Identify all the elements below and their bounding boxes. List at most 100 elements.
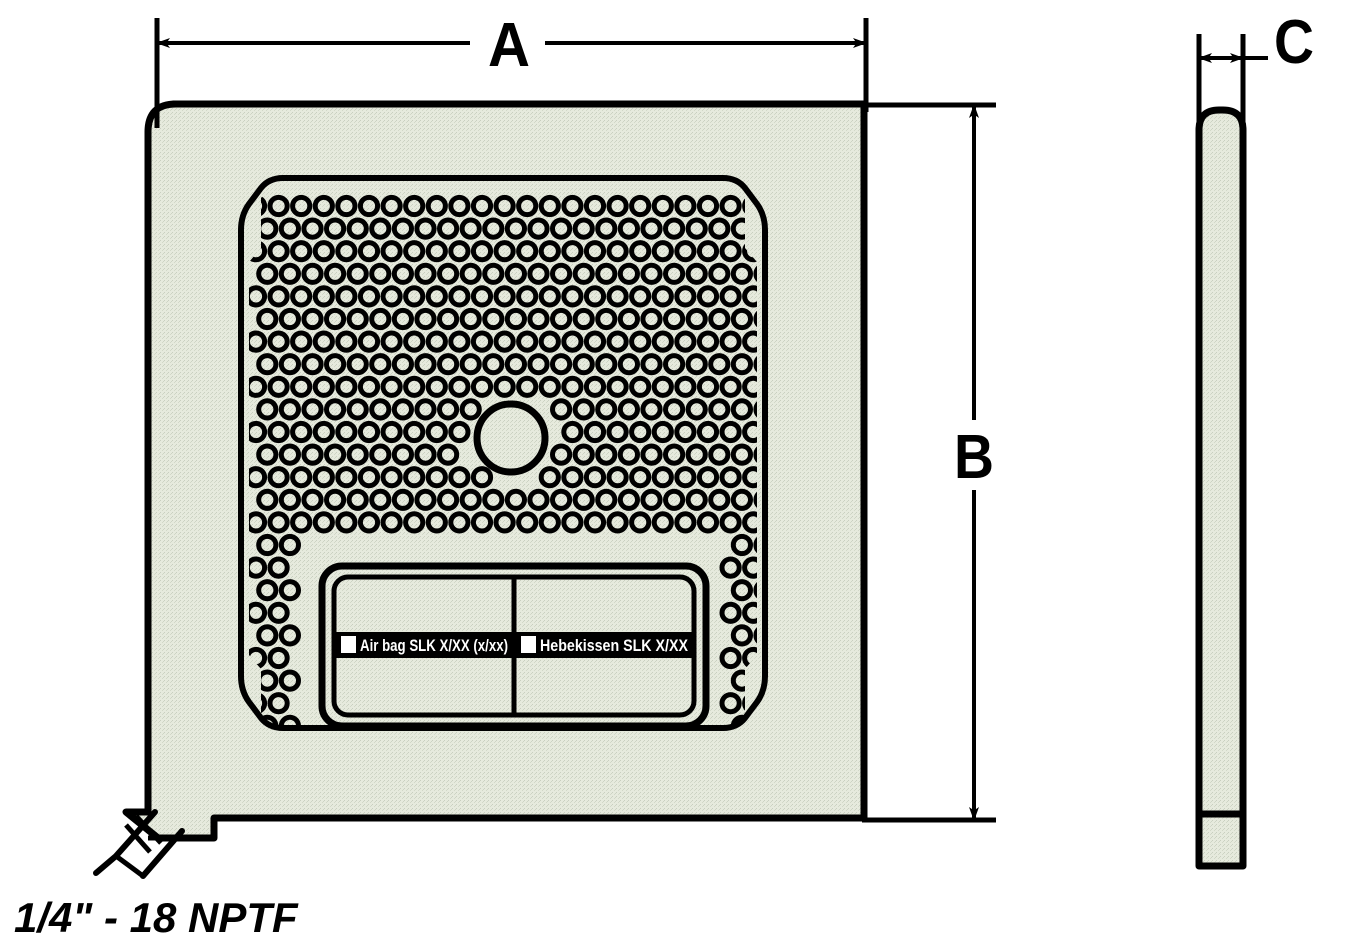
perforation-hole [685,262,708,285]
perforation-hole [504,353,528,376]
perforation-hole [357,330,381,353]
perforation-hole [719,556,742,579]
perforation-hole [504,217,528,240]
perforation-hole [708,262,731,285]
perforation-hole [685,398,708,421]
perforation-hole [301,488,324,511]
perforation-hole [414,307,437,331]
perforation-hole [516,240,539,263]
perforation-hole [278,398,301,421]
perforation-hole [425,466,448,489]
perforation-hole [301,262,324,285]
perforation-hole [403,511,426,534]
perforation-hole [312,194,335,218]
perforation-hole [696,194,720,218]
perforation-hole [493,375,516,398]
perforation-hole [278,714,301,728]
perforation-hole [482,217,505,240]
perforation-hole [357,240,381,263]
perforation-hole [572,217,595,240]
dim-b-label: B [954,423,994,492]
perforation-hole [448,240,471,263]
perforation-hole [425,330,448,353]
perforation-hole [369,262,392,285]
perforation-hole [459,307,482,331]
perforation-hole [403,466,426,489]
perforation-hole [249,511,268,534]
perforation-hole [719,692,742,715]
perforation-hole [459,398,482,421]
label-text-english: Air bag SLK X/XX (x/xx) [360,637,508,655]
perforation-hole [324,488,347,511]
perforation-hole [538,194,561,218]
perforation-hole [437,307,460,331]
perforation-hole [685,217,708,240]
perforation-hole [753,579,757,602]
perforation-hole [448,285,471,308]
perforation-hole [335,420,358,444]
perforation-hole [708,488,731,511]
perforation-hole [267,330,290,353]
perforation-hole [595,353,618,376]
perforation-hole [312,511,335,534]
perforation-hole [674,240,697,263]
perforation-hole [482,488,505,511]
perforation-hole [753,443,757,466]
perforation-hole [742,466,757,489]
label-text-german: Hebekissen SLK X/XX [540,637,688,655]
perforation-hole [324,217,347,240]
perforation-hole [278,443,301,466]
perforation-hole [606,330,629,353]
perforation-hole [674,330,697,353]
perforation-hole [391,262,414,285]
perforation-hole [278,307,301,331]
perforation-hole [730,533,754,557]
perforation-hole [561,285,584,308]
perforation-hole [606,511,629,534]
dimension-a: A [154,11,869,128]
perforation-hole [324,262,347,285]
perforation-hole [742,330,757,353]
perforation-hole [538,330,561,353]
perforation-hole [470,466,494,489]
perforation-hole [437,443,460,466]
valve-stem-nptf [93,809,185,879]
perforation-hole [482,353,505,376]
perforation-hole [663,488,686,511]
perforation-hole [606,375,629,398]
perforation-hole [651,420,674,444]
perforation-hole [482,307,505,331]
perforation-hole [290,420,313,444]
perforation-hole [256,624,279,647]
perforation-hole [256,262,279,285]
perforation-hole [640,443,663,466]
perforation-hole [267,646,290,670]
perforation-hole [391,443,414,466]
perforation-hole [742,375,757,398]
perforation-hole [249,330,268,353]
perforation-hole [617,488,641,511]
perforation-hole [380,330,403,353]
perforation-hole [403,420,426,444]
perforation-hole [403,240,426,263]
perforation-hole [753,398,757,421]
perforation-hole [256,353,279,376]
perforation-hole [730,579,754,602]
perforation-hole [527,488,550,511]
perforation-hole [538,285,561,308]
perforation-hole [459,353,482,376]
perforation-hole [719,601,742,624]
perforation-hole [403,330,426,353]
perforation-hole [663,398,686,421]
perforation-hole [730,398,754,421]
perforation-hole [267,240,290,263]
perforation-hole [595,398,618,421]
perforation-hole [561,420,584,444]
perforation-hole [629,285,652,308]
perforation-hole [346,398,369,421]
perforation-hole [493,285,516,308]
perforation-hole [629,194,652,218]
perforation-hole [301,307,324,331]
perforation-hole [290,466,313,489]
